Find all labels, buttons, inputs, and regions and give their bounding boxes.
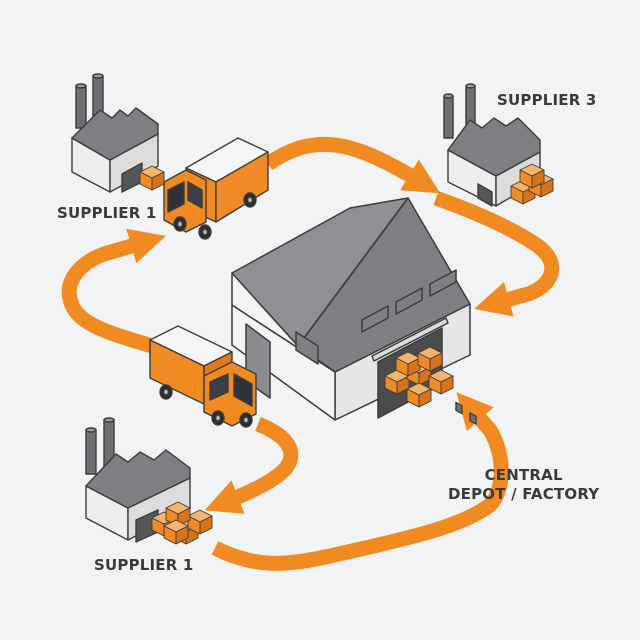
supplier-label-top-right: SUPPLIER 3: [497, 91, 597, 109]
truck-icon: [163, 137, 269, 240]
flow-arrow-icon: [263, 136, 441, 194]
depot-label: CENTRAL DEPOT / FACTORY: [448, 466, 599, 504]
depot-label-line1: CENTRAL: [484, 466, 563, 484]
flow-arrow-icon: [204, 417, 299, 514]
flow-arrow-icon: [211, 392, 509, 571]
supplier-label-bottom-left: SUPPLIER 1: [94, 556, 194, 574]
flow-arrow-icon: [61, 228, 166, 354]
factory-icon: [443, 83, 541, 425]
flow-arrows: [61, 136, 560, 571]
truck-icon: [149, 325, 257, 428]
supplier-label-top-left: SUPPLIER 1: [57, 204, 157, 222]
flow-arrow-icon: [433, 190, 560, 317]
depot-label-line2: DEPOT / FACTORY: [448, 485, 600, 503]
